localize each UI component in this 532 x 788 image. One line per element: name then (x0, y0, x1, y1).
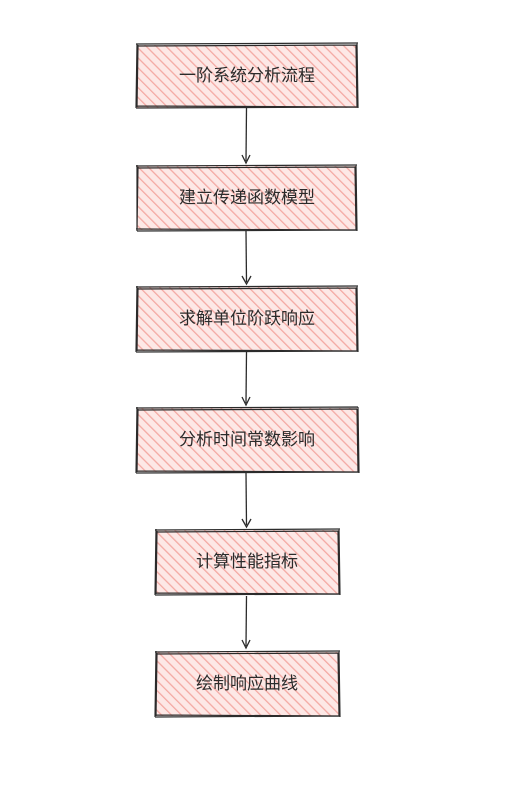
node-label: 计算性能指标 (196, 552, 298, 572)
node-label: 求解单位阶跃响应 (179, 309, 315, 329)
flow-node-4[interactable]: 分析时间常数影响 (135, 406, 360, 474)
edge-n1-n2 (241, 107, 251, 165)
flow-node-6[interactable]: 绘制响应曲线 (154, 650, 341, 718)
node-label: 绘制响应曲线 (196, 674, 298, 694)
nodes-layer: 一阶系统分析流程 建立传递函数模型 求解单位阶跃响应 分析时间常数影响 计算性能… (135, 42, 360, 718)
edge-n2-n3 (241, 230, 252, 286)
node-label: 一阶系统分析流程 (179, 66, 315, 86)
node-label: 分析时间常数影响 (179, 430, 315, 450)
flow-node-3[interactable]: 求解单位阶跃响应 (135, 285, 359, 353)
edge-n4-n5 (241, 471, 252, 529)
edges-layer (241, 107, 252, 650)
flow-node-1[interactable]: 一阶系统分析流程 (135, 42, 359, 109)
edge-n3-n4 (241, 351, 251, 407)
edge-n5-n6 (241, 595, 251, 650)
flow-node-2[interactable]: 建立传递函数模型 (135, 164, 358, 232)
flow-node-5[interactable]: 计算性能指标 (154, 528, 341, 596)
node-label: 建立传递函数模型 (179, 188, 315, 208)
